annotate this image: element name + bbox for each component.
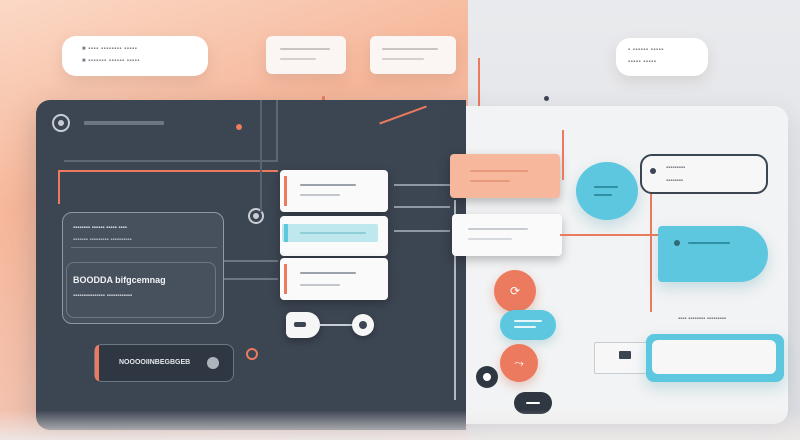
footer-button[interactable]: NOOOOIINBEGBGEB (94, 344, 234, 382)
center-card-2-bar (300, 232, 366, 234)
dark-circle-button[interactable] (476, 366, 498, 388)
cyan-pill[interactable] (658, 226, 768, 282)
connector-v (260, 100, 262, 212)
center-card-3[interactable] (280, 258, 388, 300)
top-pill-b-bar (280, 48, 330, 50)
center-card-3-bar (300, 272, 356, 274)
chat-bubble-dot (650, 168, 656, 174)
top-pill-c[interactable] (370, 36, 456, 74)
list-row-1: ▪▪▪▪▪▪▪▪ ▪▪▪▪▪▪ ▪▪▪▪▪ ▪▪▪▪ (73, 225, 127, 231)
center-card-2-accent (284, 224, 288, 242)
top-pill-c-bar (382, 48, 438, 50)
connector-h (394, 230, 450, 232)
center-card-3-accent (284, 264, 287, 294)
status-dot (236, 124, 242, 130)
plug-icon[interactable] (286, 312, 320, 338)
top-pill-b-bar (280, 58, 316, 60)
white-card-bar (468, 238, 512, 240)
center-card-2[interactable] (280, 216, 388, 256)
list-card[interactable]: ▪▪▪▪▪▪▪▪ ▪▪▪▪▪▪ ▪▪▪▪▪ ▪▪▪▪ ▪▪▪▪▪▪▪ ▪▪▪▪▪… (62, 212, 224, 324)
list-title: BOODDA bifgcemnag (73, 275, 166, 285)
plug-device-body[interactable] (646, 334, 784, 382)
circle-icon[interactable] (246, 348, 258, 360)
top-pill-c-bar (382, 58, 424, 60)
footer-button-icon[interactable] (207, 357, 219, 369)
center-card-1-bar (300, 194, 340, 196)
chat-bubble[interactable]: ▪▪▪▪▪▪▪▪▪ ▪▪▪▪▪▪▪▪ (640, 154, 768, 194)
connector-top-orange-b (478, 58, 480, 116)
center-card-2-highlight (282, 224, 378, 242)
top-pill-a-line1: ■ ▪▪▪▪ ▪▪▪▪▪▪▪▪ ▪▪▪▪▪ (82, 46, 138, 52)
top-pill-d-line1: ▪ ▪▪▪▪▪▪ ▪▪▪▪▪ (628, 47, 664, 53)
orange-connector (560, 234, 660, 236)
caption: ▪▪▪▪ ▪▪▪▪▪▪▪▪ ▪▪▪▪▪▪▪▪▪ (678, 316, 726, 322)
top-pill-a[interactable]: ■ ▪▪▪▪ ▪▪▪▪▪▪▪▪ ▪▪▪▪▪ ■ ▪▪▪▪▪▪▪ ▪▪▪▪▪▪ ▪… (62, 36, 208, 76)
top-pill-a-line2: ■ ▪▪▪▪▪▪▪ ▪▪▪▪▪▪ ▪▪▪▪▪ (82, 58, 140, 64)
white-card-bar (468, 228, 528, 230)
divider-v (276, 100, 278, 160)
center-card-1-bar (300, 184, 356, 186)
footer-button-accent (95, 345, 99, 381)
orange-card-bar (470, 170, 528, 172)
top-pill-b[interactable] (266, 36, 346, 74)
dark-panel: ▪▪▪▪▪▪▪▪ ▪▪▪▪▪▪ ▪▪▪▪▪ ▪▪▪▪ ▪▪▪▪▪▪▪ ▪▪▪▪▪… (36, 100, 466, 430)
orange-circle-button-2[interactable]: ⤳ (500, 344, 538, 382)
orange-circle-button[interactable]: ⟳ (494, 270, 536, 312)
center-card-1-accent (284, 176, 287, 206)
list-card-inner (66, 262, 216, 318)
orange-card-bar (470, 180, 510, 182)
orange-connector (562, 130, 564, 180)
list-row-sep (71, 247, 217, 248)
connector-h (394, 184, 450, 186)
white-card[interactable] (452, 214, 562, 256)
connector-h (224, 260, 278, 262)
plug-end[interactable] (352, 314, 374, 336)
chat-icon[interactable] (576, 162, 638, 220)
center-card-1[interactable] (280, 170, 388, 212)
connector-v (454, 200, 456, 400)
gear-icon[interactable] (248, 208, 264, 224)
chat-bubble-line2: ▪▪▪▪▪▪▪▪ (666, 178, 684, 184)
plug-cable (320, 324, 360, 326)
top-pill-d-line2: ▪▪▪▪▪ ▪▪▪▪▪ (628, 59, 657, 65)
orange-accent-line (58, 170, 60, 204)
footer-button-label: NOOOOIINBEGBGEB (119, 359, 191, 366)
target-icon[interactable] (52, 114, 70, 132)
center-card-3-bar (300, 284, 340, 286)
dark-pill-button[interactable] (514, 392, 552, 414)
connector-h (224, 278, 278, 280)
orange-connector-right (379, 105, 427, 125)
top-pill-d[interactable]: ▪ ▪▪▪▪▪▪ ▪▪▪▪▪ ▪▪▪▪▪ ▪▪▪▪▪ (616, 38, 708, 76)
chat-bubble-line1: ▪▪▪▪▪▪▪▪▪ (666, 165, 686, 171)
list-subtitle: ▪▪▪▪▪▪▪▪▪▪▪▪▪▪▪ ▪▪▪▪▪▪▪▪▪▪▪▪ (73, 293, 133, 299)
orange-connector (650, 186, 652, 312)
header-bar (84, 121, 164, 125)
plug-device[interactable] (594, 342, 650, 374)
cyan-toggle[interactable] (500, 310, 556, 340)
floor-reflection (0, 410, 800, 440)
list-row-2: ▪▪▪▪▪▪▪ ▪▪▪▪▪▪▪▪▪ ▪▪▪▪▪▪▪▪▪▪ (73, 237, 132, 243)
orange-accent-line-h (58, 170, 278, 172)
orange-card[interactable] (450, 154, 560, 198)
divider-h (64, 160, 278, 162)
connector-h (394, 206, 450, 208)
dot (544, 96, 549, 101)
